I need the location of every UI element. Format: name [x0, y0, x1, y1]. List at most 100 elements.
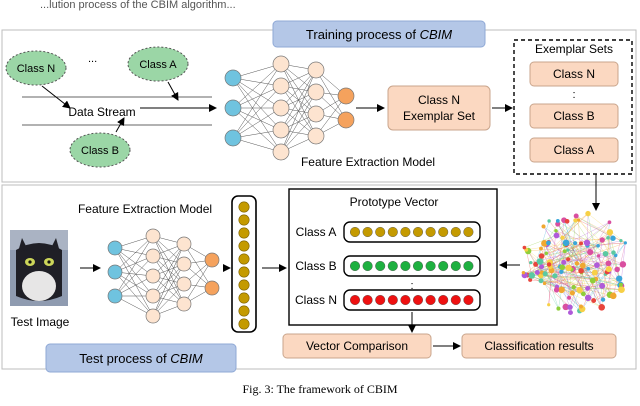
graph-node — [522, 271, 525, 274]
prototype-dot — [363, 227, 373, 237]
graph-node — [565, 219, 570, 224]
graph-node — [605, 260, 611, 266]
network-node — [108, 289, 122, 303]
network-node — [108, 265, 122, 279]
prototype-dot — [350, 261, 360, 271]
network-node — [308, 84, 324, 100]
prototype-dot — [363, 295, 373, 305]
prototype-dot — [451, 295, 461, 305]
graph-node — [573, 218, 577, 222]
test-image — [10, 230, 68, 306]
graph-node — [552, 273, 557, 278]
exemplar-item-class-a-label: Class A — [554, 143, 595, 157]
graph-node — [554, 229, 558, 233]
graph-node — [575, 261, 579, 265]
prototype-dot — [451, 227, 461, 237]
graph-node — [543, 271, 548, 276]
exemplar-sets-title: Exemplar Sets — [535, 42, 613, 56]
prototype-dot — [426, 261, 436, 271]
graph-node — [560, 236, 564, 240]
graph-node — [591, 298, 596, 303]
prototype-row-label: Class N — [295, 293, 337, 307]
prototype-dot — [438, 227, 448, 237]
prototype-dot — [350, 295, 360, 305]
graph-node — [601, 297, 605, 301]
feature-dot — [239, 319, 249, 329]
prototype-dot — [388, 227, 398, 237]
network-node — [225, 70, 241, 86]
figure-caption: Fig. 3: The framework of CBIM — [242, 382, 397, 396]
feature-dot — [239, 280, 249, 290]
feature-extraction-model-bottom-label: Feature Extraction Model — [78, 202, 212, 216]
graph-node — [618, 286, 625, 293]
graph-node — [579, 304, 583, 308]
graph-node — [535, 270, 540, 275]
feature-dot — [239, 228, 249, 238]
graph-node — [559, 264, 565, 270]
prototype-dot — [401, 227, 411, 237]
graph-node — [576, 287, 582, 293]
graph-node — [607, 229, 613, 235]
network-node — [177, 277, 191, 291]
graph-node — [539, 253, 545, 259]
feature-dot — [239, 293, 249, 303]
cloud-class-n: Class N — [6, 51, 66, 85]
network-node — [225, 130, 241, 146]
graph-node — [614, 267, 620, 273]
network-node — [338, 112, 354, 128]
graph-node — [539, 247, 543, 251]
graph-node — [585, 211, 590, 216]
graph-node — [580, 263, 586, 269]
prototype-rows: Class A Class B Class N — [295, 222, 480, 310]
prototype-dot — [401, 261, 411, 271]
prototype-dot — [363, 261, 373, 271]
prototype-dot — [451, 261, 461, 271]
network-node — [225, 100, 241, 116]
top-fragment-text: ...lution process of the CBIM algorithm.… — [40, 0, 236, 11]
graph-node — [578, 268, 584, 274]
graph-node — [606, 266, 612, 272]
graph-node — [585, 295, 591, 301]
classification-results-label: Classification results — [484, 339, 593, 353]
graph-node — [620, 261, 626, 267]
feature-dot — [239, 202, 249, 212]
network-node — [205, 281, 219, 295]
network-node — [273, 100, 289, 116]
prototype-dot — [464, 261, 474, 271]
graph-node — [590, 278, 596, 284]
network-node — [273, 56, 289, 72]
feature-dot — [239, 254, 249, 264]
cloud-class-b: Class B — [70, 133, 130, 167]
graph-node — [558, 286, 565, 293]
feature-dot — [239, 241, 249, 251]
prototype-dot — [464, 227, 474, 237]
graph-node — [561, 260, 566, 265]
graph-node — [574, 214, 579, 219]
cloud-class-n-label: Class N — [17, 63, 56, 75]
graph-node — [596, 244, 600, 248]
prototype-dot — [375, 261, 385, 271]
graph-node — [539, 278, 544, 283]
graph-node — [608, 220, 612, 224]
prototype-dot — [388, 295, 398, 305]
graph-node — [537, 258, 544, 265]
graph-node — [606, 236, 610, 240]
exemplar-item-class-b-label: Class B — [553, 109, 594, 123]
network-node — [146, 289, 160, 303]
feature-dot — [239, 306, 249, 316]
network-node — [146, 249, 160, 263]
graph-node — [554, 232, 560, 238]
prototype-dot — [413, 261, 423, 271]
network-node — [205, 253, 219, 267]
prototype-row-label: Class B — [295, 259, 336, 273]
network-node — [177, 297, 191, 311]
network-node — [308, 128, 324, 144]
training-title: Training process of CBIM — [306, 27, 452, 42]
graph-node — [587, 249, 593, 255]
prototype-dot — [375, 295, 385, 305]
graph-node — [598, 304, 605, 311]
graph-node — [571, 285, 576, 290]
prototype-row-label: Class A — [296, 225, 337, 239]
network-node — [273, 78, 289, 94]
